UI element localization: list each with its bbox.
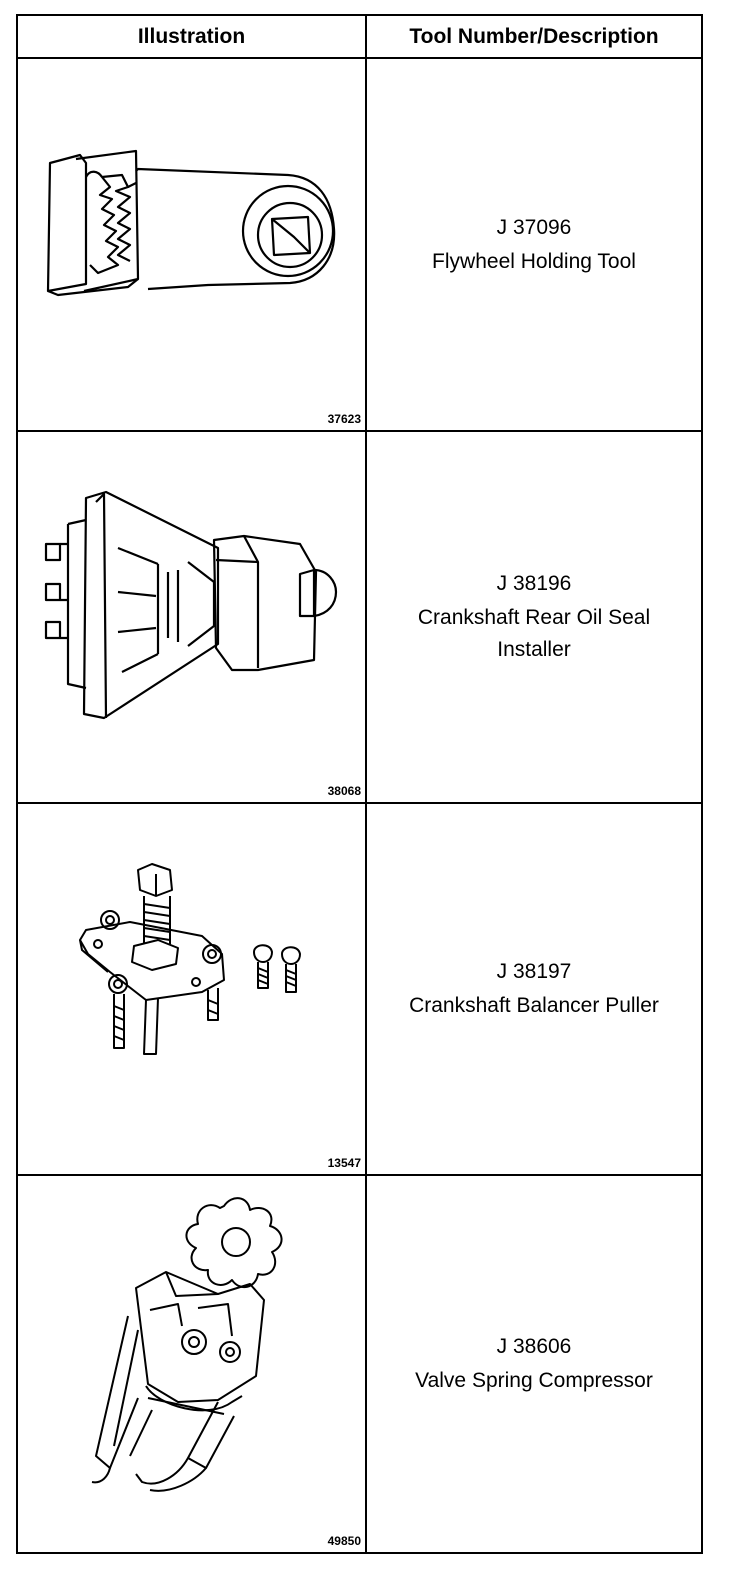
tool-description: Valve Spring Compressor: [415, 1369, 653, 1392]
illustration-cell: 49850: [18, 1176, 365, 1552]
figure-number: 13547: [327, 1156, 361, 1170]
table-header: Illustration Tool Number/Description: [18, 16, 701, 59]
table-row: 13547 J 38197 Crankshaft Balancer Puller: [18, 804, 701, 1176]
tool-description: Flywheel Holding Tool: [432, 249, 636, 273]
table-row: 38068 J 38196 Crankshaft Rear Oil Seal I…: [18, 432, 701, 804]
flywheel-holding-tool-illustration: [46, 149, 336, 297]
tool-description: Crankshaft Rear Oil Seal Installer: [417, 606, 651, 661]
table-row: 49850 J 38606 Valve Spring Compressor: [18, 1176, 701, 1552]
illustration-cell: 13547: [18, 804, 365, 1174]
table-row: 37623 J 37096 Flywheel Holding Tool: [18, 59, 701, 432]
illustration-cell: 37623: [18, 59, 365, 430]
figure-number: 38068: [327, 784, 361, 798]
illustration-column-header: Illustration: [137, 25, 246, 48]
figure-number: 37623: [327, 412, 361, 426]
tool-description: Crankshaft Balancer Puller: [409, 994, 659, 1017]
tool-description-cell: J 37096 Flywheel Holding Tool: [367, 59, 701, 430]
tool-description-cell: J 38606 Valve Spring Compressor: [367, 1176, 701, 1552]
tool-description-cell: J 38197 Crankshaft Balancer Puller: [367, 804, 701, 1174]
tool-number: J 38197: [496, 960, 572, 983]
tool-number: J 37096: [496, 215, 572, 239]
tool-number: J 38606: [496, 1335, 572, 1358]
balancer-puller-illustration: [79, 863, 301, 1055]
illustration-cell: 38068: [18, 432, 365, 802]
tool-description-cell: J 38196 Crankshaft Rear Oil Seal Install…: [367, 432, 701, 802]
rear-oil-seal-installer-illustration: [44, 490, 338, 720]
valve-spring-compressor-illustration: [91, 1197, 283, 1492]
tool-column-header: Tool Number/Description: [409, 25, 659, 48]
figure-number: 49850: [327, 1534, 361, 1548]
tools-table: Illustration Tool Number/Description 376…: [16, 14, 703, 1554]
tool-number: J 38196: [496, 572, 572, 595]
column-divider: [365, 16, 367, 1552]
